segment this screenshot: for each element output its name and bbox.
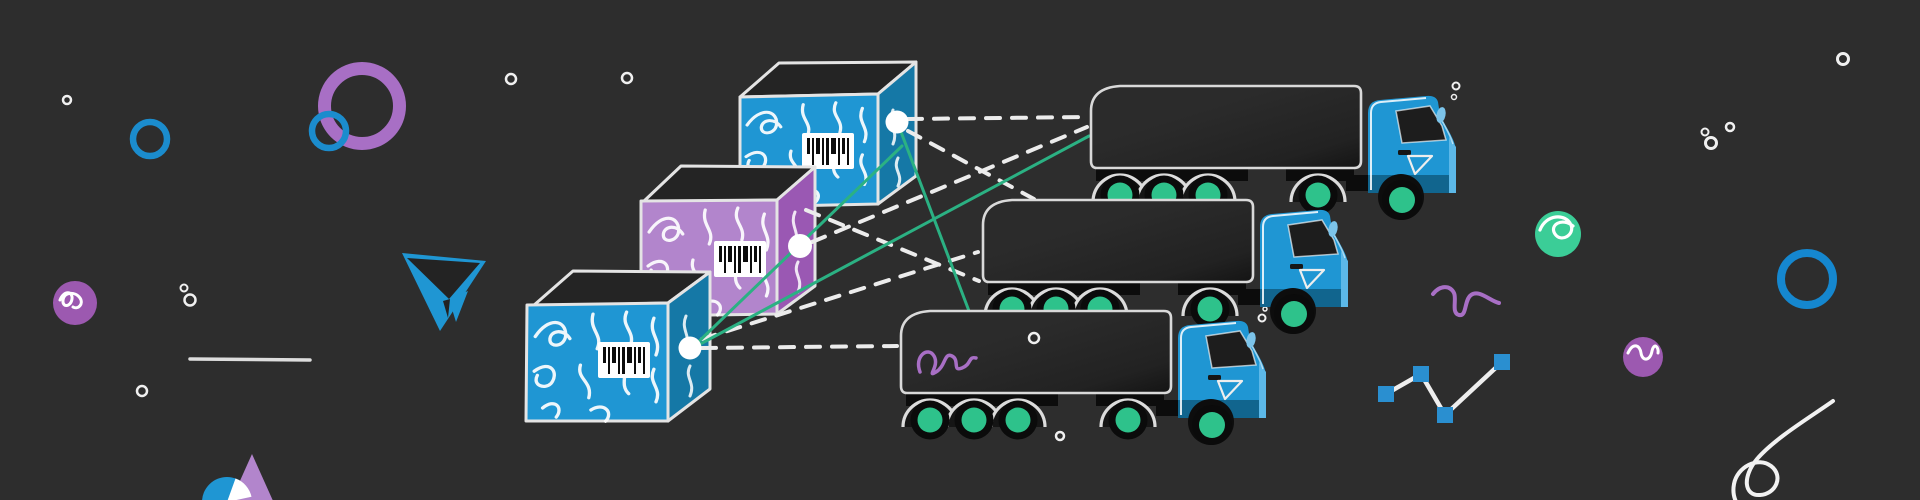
chalk-line-icon <box>188 357 312 362</box>
connector-dot-bottom <box>678 336 702 360</box>
connector-dot-top <box>885 110 909 134</box>
barcode-icon <box>598 342 650 378</box>
green-ball-icon <box>1535 211 1581 257</box>
purple-ball-left-icon <box>53 281 97 325</box>
decor-right <box>1378 211 1837 500</box>
blue-ring-small-icon <box>308 110 350 152</box>
connector-dots <box>678 110 909 360</box>
purple-squiggle-icon <box>1431 285 1501 318</box>
package-box-top <box>738 60 918 209</box>
speckle-rings <box>61 52 1850 442</box>
barcode-icon <box>802 133 854 169</box>
connector-dot-middle <box>788 234 812 258</box>
barcode-icon <box>714 241 766 277</box>
triangle-pie-icon <box>202 454 273 500</box>
mini-line-chart <box>1378 354 1510 423</box>
white-loop-squiggle-icon <box>1731 399 1835 500</box>
package-box-bottom <box>524 269 712 423</box>
truck-bottom-trailer-doodles <box>916 331 1041 376</box>
purple-ring-icon <box>318 62 406 150</box>
decor-left <box>53 62 486 500</box>
route-lines-dashed <box>700 115 1090 350</box>
purple-ball-right-icon <box>1623 337 1663 377</box>
truck-bottom <box>899 309 1268 447</box>
blue-ring-left-icon <box>129 118 171 160</box>
blue-ring-right-icon <box>1777 249 1837 309</box>
paper-plane-icon <box>402 253 486 331</box>
